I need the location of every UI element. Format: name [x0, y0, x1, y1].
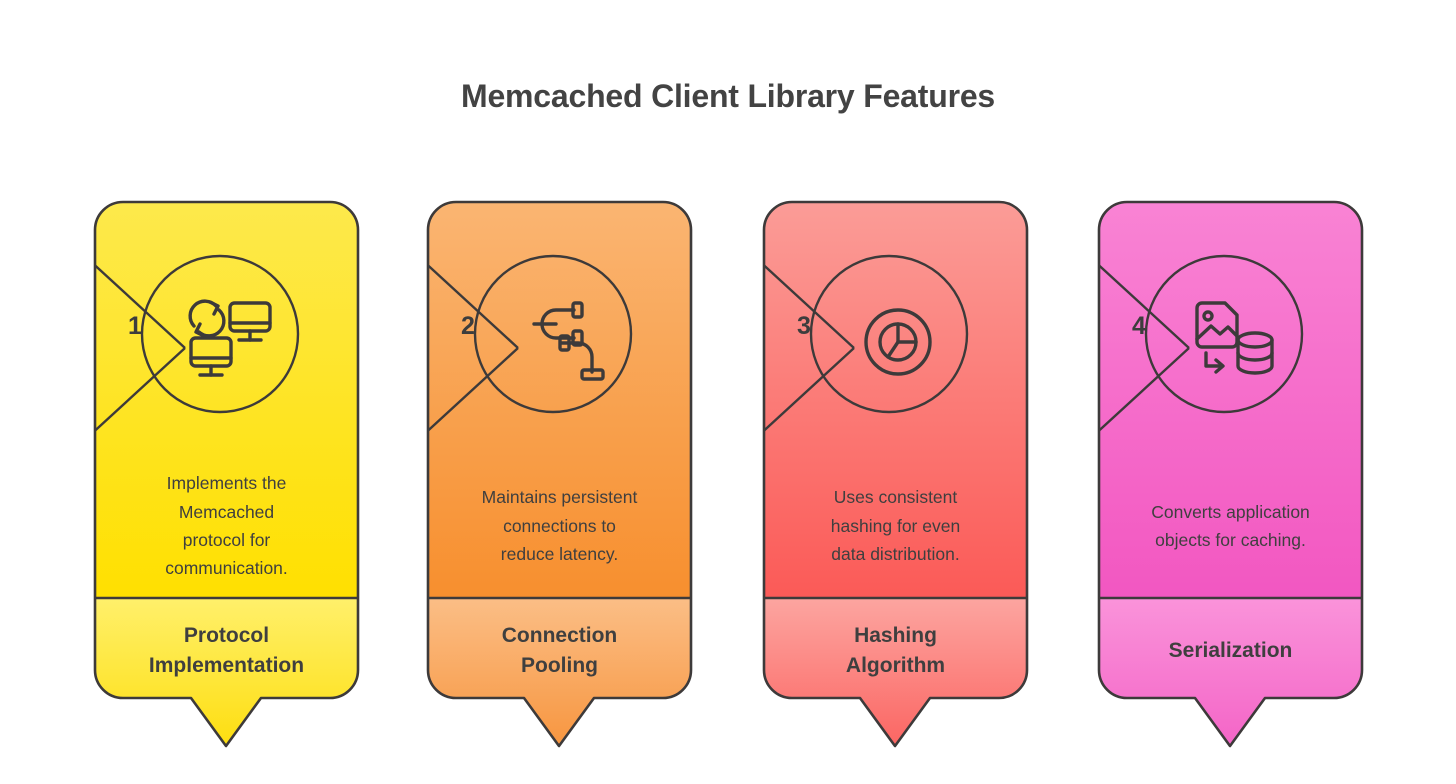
card-number: 4 — [1132, 312, 1146, 340]
card-description: Converts application objects for caching… — [1151, 501, 1310, 550]
card-description: Uses consistent hashing for even data di… — [830, 487, 961, 565]
feature-card-connection-pooling[interactable]: 2 Maintains persistent connections to re… — [426, 200, 693, 748]
card-title: Serialization — [1168, 639, 1293, 663]
card-shape — [426, 200, 693, 748]
card-number: 3 — [797, 312, 811, 340]
card-description: Implements the Memcached protocol for co… — [165, 473, 288, 579]
card-shape — [1097, 200, 1364, 748]
card-number: 2 — [461, 312, 475, 340]
card-description: Maintains persistent connections to redu… — [481, 487, 638, 565]
hash-ring-pie-icon — [852, 298, 944, 386]
feature-card-protocol-implementation[interactable]: 1 Implements the Memcached protocol for … — [93, 200, 360, 748]
card-title: Connection Pooling — [501, 624, 618, 677]
card-number: 1 — [128, 312, 142, 340]
page-title: Memcached Client Library Features — [460, 78, 996, 114]
card-shape — [93, 200, 360, 748]
pipe-icon — [516, 298, 608, 386]
image-to-database-icon — [1187, 298, 1279, 386]
card-title: Protocol Implementation — [148, 624, 305, 677]
feature-card-serialization[interactable]: 4 Converts application objects for cachi… — [1097, 200, 1364, 748]
card-shape — [762, 200, 1029, 748]
feature-card-hashing-algorithm[interactable]: 3 Uses consistent hashing for even data … — [762, 200, 1029, 748]
card-title: Hashing Algorithm — [845, 624, 946, 677]
devices-sync-icon — [183, 298, 275, 386]
